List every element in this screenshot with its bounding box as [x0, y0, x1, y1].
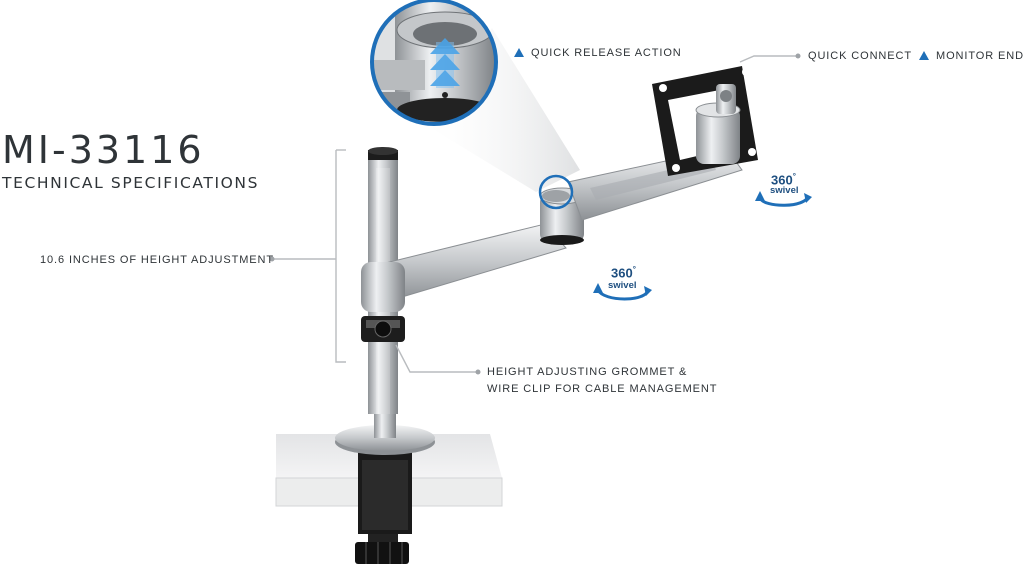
swivel-badge-upper-word: swivel	[770, 185, 799, 196]
triangle-up-icon	[514, 48, 524, 57]
swivel-badge-lower-degrees: 360°	[611, 265, 636, 281]
base-plate	[335, 400, 435, 455]
swivel-arrow-icon	[593, 283, 652, 301]
spec-subtitle: TECHNICAL SPECIFICATIONS	[2, 174, 260, 192]
monitor-end-label: MONITOR END	[936, 50, 1024, 62]
quick-release-label: QUICK RELEASE ACTION	[531, 47, 682, 59]
lower-arm	[361, 223, 567, 312]
quick-release-ring	[538, 174, 574, 210]
magnifier-cone	[418, 28, 580, 192]
callout-dots	[269, 53, 801, 375]
tilt-head	[695, 84, 741, 164]
grommet-label-line1: HEIGHT ADJUSTING GROMMET &	[487, 366, 688, 378]
up-arrows-icon	[430, 38, 460, 88]
quick-connect-label: QUICK CONNECT	[808, 50, 912, 62]
quick-release-magnifier	[370, 0, 498, 126]
triangle-up-icon	[919, 51, 929, 60]
desk-clamp	[355, 452, 412, 564]
model-title: MI-33116	[2, 128, 205, 172]
height-adjustment-label: 10.6 INCHES OF HEIGHT ADJUSTMENT	[40, 254, 274, 266]
swivel-arrow-icon	[755, 191, 812, 207]
swivel-badge-upper-degrees: 360°	[771, 172, 796, 188]
callout-lines	[274, 55, 796, 373]
swivel-badge-lower-word: swivel	[608, 280, 637, 291]
height-grommet	[361, 316, 405, 342]
grommet-label-line2: WIRE CLIP FOR CABLE MANAGEMENT	[487, 383, 718, 395]
